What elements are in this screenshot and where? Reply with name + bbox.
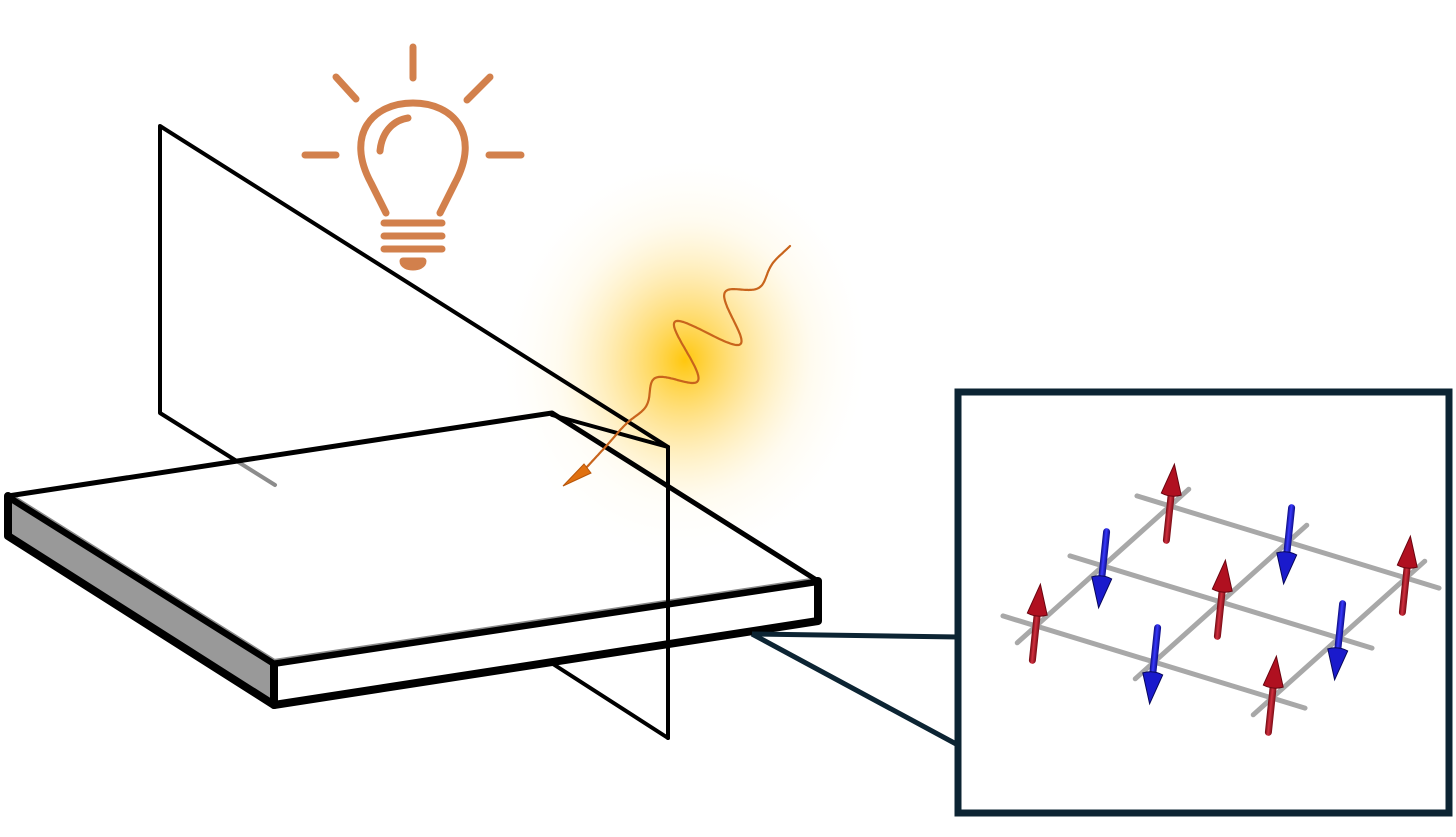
spin-down-arrow [1327,600,1349,682]
spin-arrows [1026,462,1418,736]
spin-up-arrow [1396,534,1418,616]
vertical-plane [158,124,670,740]
slab-top [5,410,821,666]
lightbulb-icon [301,43,525,271]
photon-arrowhead [562,463,592,487]
spin-down-arrow [1276,504,1298,586]
spin-lattice-inset [954,388,1453,817]
spin-down-arrow [1091,528,1113,610]
photon-arrow-icon [562,244,792,487]
spin-down-arrow [1142,624,1164,706]
spin-up-arrow [1262,654,1284,736]
spin-up-arrow [1160,462,1182,544]
sample-slab [4,410,822,709]
zoom-connector [750,631,960,748]
spin-up-arrow [1211,558,1233,640]
vertical-plane-front [550,413,670,740]
spin-up-arrow [1026,582,1048,664]
